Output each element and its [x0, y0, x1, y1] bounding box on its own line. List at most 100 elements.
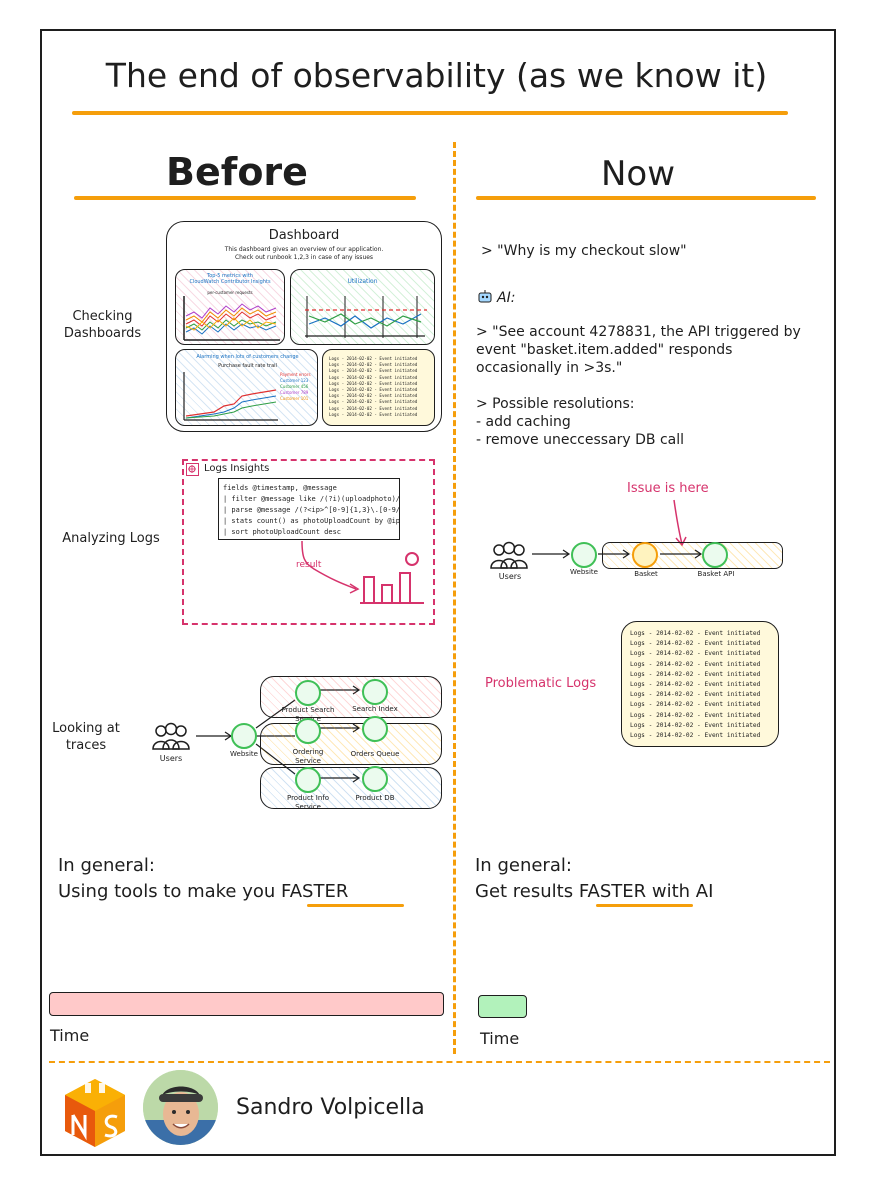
- basket-api-node[interactable]: [702, 542, 728, 568]
- footer-divider: [49, 1061, 830, 1063]
- search-index-node[interactable]: [362, 679, 388, 705]
- dashboard-card: Dashboard This dashboard gives an overvi…: [166, 221, 442, 432]
- now-heading: Now: [600, 154, 676, 194]
- metrics-panel-title: Top-5 metrics with CloudWatch Contributo…: [189, 273, 271, 285]
- dashboard-subtitle-1: This dashboard gives an overview of our …: [224, 246, 384, 253]
- log-line: Logs - 2014-02-02 - Event initiated: [329, 356, 418, 361]
- title-underline: [72, 111, 788, 115]
- metrics-panel: Top-5 metrics with CloudWatch Contributo…: [175, 269, 285, 345]
- before-faster-underline: [307, 904, 404, 907]
- log-line: Logs - 2014-02-02 - Event initiated: [630, 732, 761, 740]
- result-bars: [301, 540, 424, 604]
- issue-label: Issue is here: [627, 481, 709, 496]
- alarm-legend-item: Customer 789: [280, 390, 309, 395]
- ordering-node[interactable]: [295, 718, 321, 744]
- before-general-text: Using tools to make you FASTER: [58, 881, 348, 902]
- log-line: Logs - 2014-02-02 - Event initiated: [329, 393, 418, 399]
- log-line: Logs - 2014-02-02 - Event initiated: [630, 670, 761, 678]
- metrics-lines-chart: [183, 296, 280, 341]
- problematic-logs-label: Problematic Logs: [485, 676, 597, 691]
- users-group-icon: [151, 721, 191, 757]
- website-node[interactable]: [231, 723, 257, 749]
- metrics-panel-sub: per-customer requests: [207, 290, 253, 295]
- log-line: Logs - 2014-02-02 - Event initiated: [630, 650, 761, 658]
- query-editor[interactable]: fields @timestamp, @message | filter @mes…: [218, 478, 400, 540]
- product-info-label: Product Info Service: [286, 794, 330, 811]
- log-line: Logs - 2014-02-02 - Event initiated: [630, 630, 761, 637]
- now-website-label: Website: [570, 568, 598, 576]
- basket-api-label: Basket API: [697, 570, 735, 578]
- alarm-panel: Alarming when lots of customers change P…: [175, 349, 318, 426]
- alarm-chart: [183, 372, 278, 421]
- product-info-node[interactable]: [295, 767, 321, 793]
- now-time-bar: [478, 995, 527, 1018]
- robot-icon: [477, 288, 493, 307]
- now-general-pre: Get results: [475, 881, 579, 902]
- log-line: Logs - 2014-02-02 - Event initiated: [329, 362, 418, 368]
- now-general-faster: FASTER: [578, 881, 647, 902]
- column-divider: [453, 142, 456, 1054]
- checking-dashboards-label: Checking Dashboards: [63, 309, 142, 341]
- before-time-bar: [49, 992, 444, 1016]
- before-general-faster: FASTER: [281, 881, 349, 902]
- log-line: Logs - 2014-02-02 - Event initiated: [329, 411, 418, 417]
- dashboard-subtitle-2: Check out runbook 1,2,3 in case of any i…: [234, 254, 374, 261]
- log-line: Logs - 2014-02-02 - Event initiated: [329, 387, 418, 393]
- before-underline: [74, 196, 416, 200]
- alarm-legend: Payment errors Customer 123 Customer 456…: [280, 372, 311, 402]
- before-time-label: Time: [50, 1026, 90, 1045]
- query-line: | parse @message /(?<ip>^[0-9]{1,3}\.[0-…: [223, 506, 401, 514]
- now-general-label: In general:: [475, 855, 572, 876]
- users-label: Users: [159, 754, 183, 763]
- alarm-panel-title: Alarming when lots of customers change: [196, 354, 299, 360]
- ai-answer: > "See account 4278831, the API triggere…: [476, 324, 801, 376]
- before-general-text-pre: Using tools to make you: [58, 881, 282, 902]
- log-line: Logs - 2014-02-02 - Event initiated: [630, 681, 761, 689]
- avatar: [143, 1070, 218, 1145]
- issue-arrow: [673, 499, 687, 547]
- log-line: Logs - 2014-02-02 - Event initiated: [630, 640, 761, 648]
- before-heading: Before: [166, 150, 308, 194]
- product-info-lane: [260, 767, 442, 809]
- query-lines: fields @timestamp, @message | filter @mes…: [223, 483, 400, 538]
- log-line: Logs - 2014-02-02 - Event initiated: [329, 405, 418, 411]
- now-website-node[interactable]: [571, 542, 597, 568]
- analyzing-logs-label: Analyzing Logs: [62, 531, 160, 546]
- product-db-node[interactable]: [362, 766, 388, 792]
- query-line: | filter @message like /(?i)(uploadphoto…: [223, 495, 401, 503]
- product-search-node[interactable]: [295, 680, 321, 706]
- orders-queue-node[interactable]: [362, 716, 388, 742]
- ai-label: AI:: [497, 290, 516, 306]
- looking-at-traces-label: Looking at traces: [52, 721, 120, 753]
- logs-insights-panel: Logs Insights fields @timestamp, @messag…: [182, 459, 435, 625]
- log-line: Logs - 2014-02-02 - Event initiated: [329, 380, 418, 386]
- website-node-label: Website: [230, 750, 258, 758]
- basket-label: Basket: [634, 570, 658, 578]
- log-line: Logs - 2014-02-02 - Event initiated: [329, 399, 418, 405]
- log-line: Logs - 2014-02-02 - Event initiated: [630, 721, 761, 729]
- brand-logo: [61, 1075, 129, 1155]
- product-db-label: Product DB: [355, 794, 395, 802]
- now-time-label: Time: [480, 1029, 520, 1048]
- log-line: Logs - 2014-02-02 - Event initiated: [630, 701, 761, 709]
- log-line: Logs - 2014-02-02 - Event initiated: [630, 711, 761, 719]
- page-title: The end of observability (as we know it): [105, 56, 768, 95]
- log-line: Logs - 2014-02-02 - Event initiated: [329, 374, 418, 380]
- alarm-legend-item: Customer 456: [280, 384, 309, 389]
- logs-insights-icon: [186, 463, 199, 476]
- query-line: fields @timestamp, @message: [223, 484, 337, 492]
- page-frame: [40, 29, 836, 1156]
- dashboard-title: Dashboard: [268, 228, 340, 243]
- alarm-legend-item: Customer 123: [280, 378, 309, 383]
- now-faster-underline: [596, 904, 693, 907]
- utilization-chart: [305, 296, 427, 338]
- basket-node[interactable]: [632, 542, 658, 568]
- ordering-label: Ordering Service: [292, 748, 324, 765]
- resolution-item: - add caching: [476, 414, 571, 430]
- alarm-legend-item: Customer 101: [280, 396, 309, 401]
- logs-insights-title: Logs Insights: [204, 463, 270, 474]
- alarm-legend-item: Payment errors: [280, 372, 311, 377]
